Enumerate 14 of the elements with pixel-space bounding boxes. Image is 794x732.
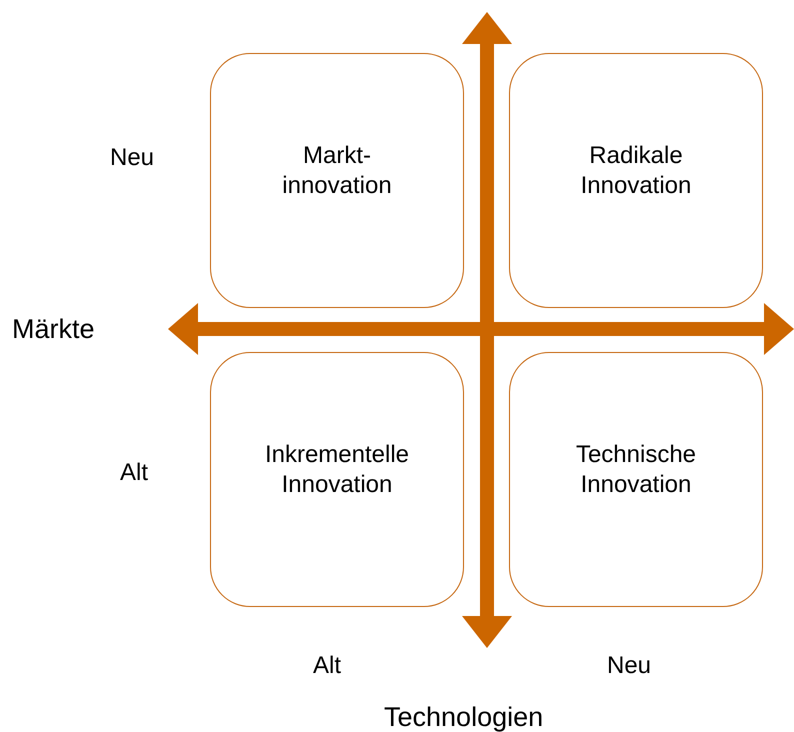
quadrant-label: Markt- innovation [281, 140, 393, 200]
quadrant-label: Inkrementelle Innovation [264, 440, 410, 500]
quadrant-label: Radikale Innovation [580, 140, 692, 200]
axis-value-label: Alt [120, 459, 148, 487]
axis-value-label: Alt [313, 652, 342, 680]
axis-title: Technologien [384, 702, 544, 732]
quadrant-box [210, 53, 464, 308]
quadrant-box [509, 53, 763, 308]
quadrant-box [509, 352, 763, 607]
axis-value-label: Neu [607, 652, 652, 680]
quadrant-label: Technische Innovation [574, 440, 698, 500]
axis-value-label: Neu [110, 144, 154, 172]
quadrant-box [210, 352, 464, 607]
axis-title: Märkte [12, 314, 95, 345]
